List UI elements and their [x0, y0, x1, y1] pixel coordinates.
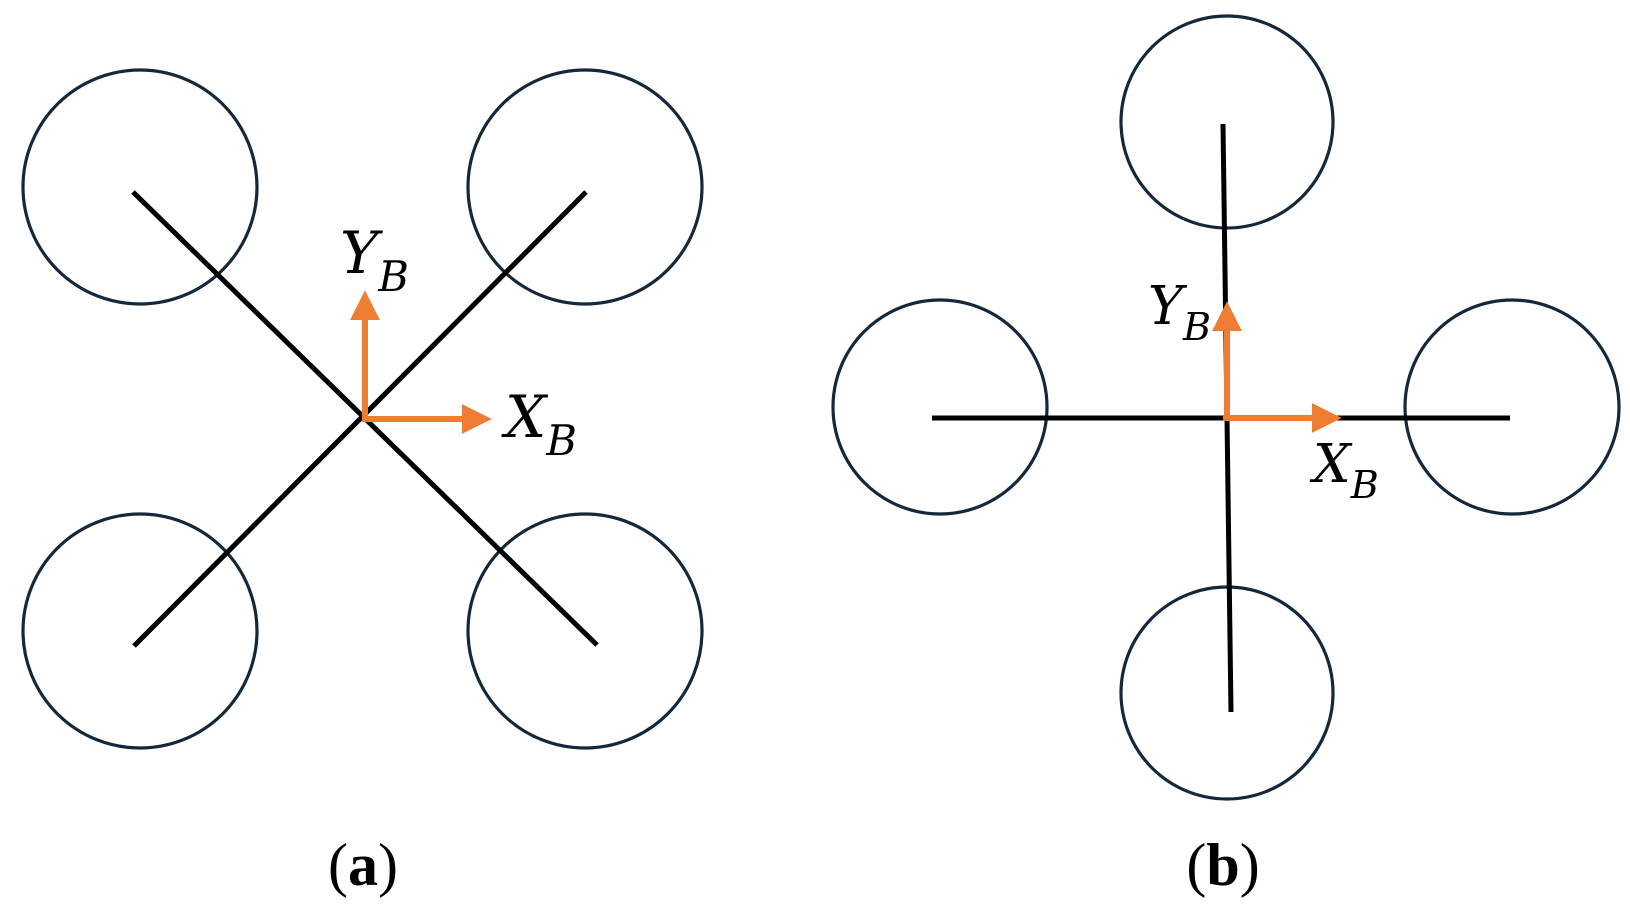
- panel-b-body-frame: XB YB: [1148, 276, 1379, 507]
- panel-a-x-axis-label: XB: [501, 383, 577, 465]
- panel-a-caption-letter: a: [348, 832, 378, 898]
- panel-a-y-axis-subscript: B: [377, 252, 409, 301]
- panel-a-body-frame: XB YB: [340, 219, 577, 465]
- panel-a-x-axis-subscript: B: [545, 416, 577, 465]
- panel-b-caption-letter: b: [1206, 832, 1239, 898]
- panel-a-y-axis-symbol: Y: [340, 219, 383, 287]
- panel-b-rotor-left: [831, 298, 1049, 516]
- panel-a-rotor-front-left: [21, 68, 259, 306]
- panel-a-caption: (a): [328, 832, 398, 898]
- panel-a-y-axis-label: YB: [340, 219, 409, 301]
- panel-a-rotor-rear-right: [466, 512, 704, 750]
- panel-b-arms: [932, 123, 1510, 713]
- panel-a-arm-diagonal-2: [132, 190, 588, 648]
- panel-b-y-axis-label: YB: [1148, 276, 1211, 349]
- panel-b-x-axis-subscript: B: [1350, 463, 1379, 507]
- panel-b-x-axis-symbol: X: [1309, 434, 1353, 495]
- panel-b-y-axis-symbol: Y: [1148, 276, 1188, 337]
- panel-a-rotor-rear-left: [21, 512, 259, 750]
- panel-b-y-axis-subscript: B: [1182, 305, 1211, 349]
- panel-a-x-configuration: XB YB (a): [21, 68, 704, 898]
- panel-b-plus-configuration: XB YB (b): [831, 14, 1621, 898]
- panel-b-x-axis-label: XB: [1309, 434, 1379, 507]
- panel-b-rotor-rear: [1119, 585, 1335, 801]
- panel-a-x-axis-symbol: X: [501, 383, 549, 451]
- panel-b-rotor-front: [1119, 14, 1335, 230]
- panel-a-rotor-front-right: [466, 68, 704, 306]
- panel-a-rotors: [21, 68, 704, 750]
- panel-b-caption: (b): [1186, 832, 1259, 898]
- panel-b-rotor-right: [1403, 298, 1621, 516]
